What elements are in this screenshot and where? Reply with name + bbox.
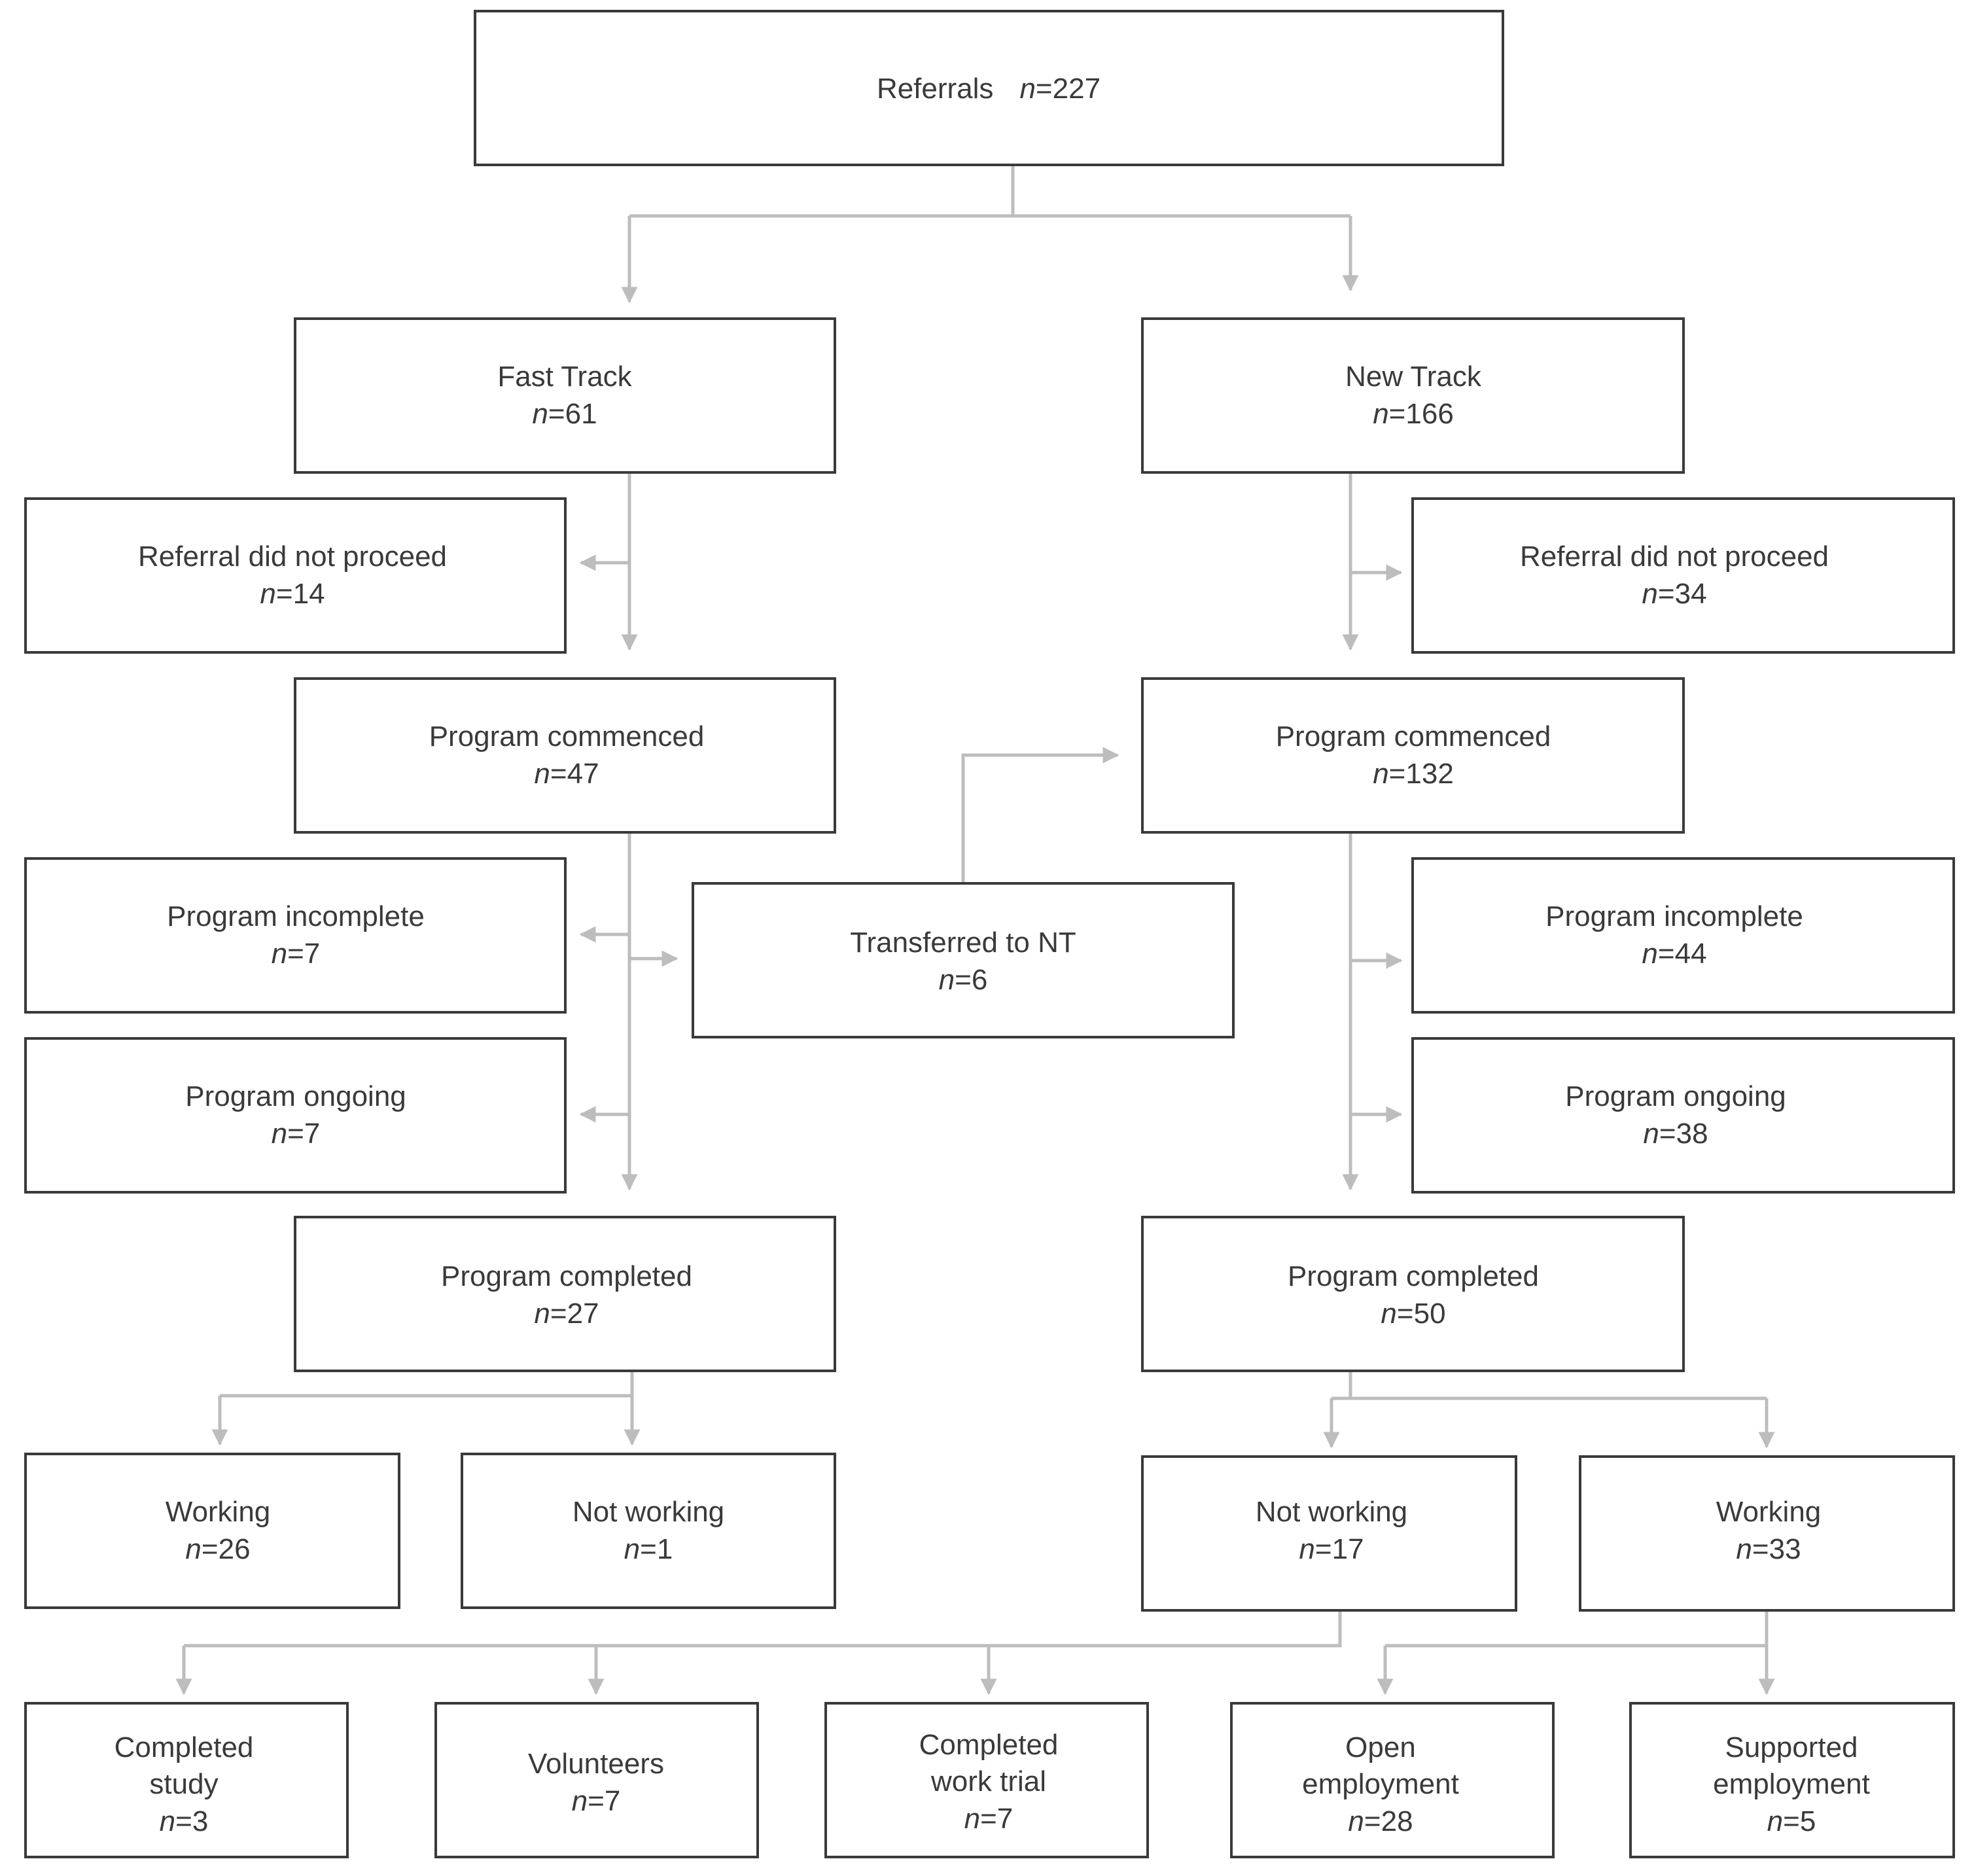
- node-volunteers: Volunteers n=7: [434, 1702, 759, 1858]
- node-nt-program-incomplete: Program incomplete n=44: [1411, 857, 1955, 1014]
- svg-text:n=33: n=33: [1736, 1533, 1801, 1565]
- svg-text:Open: Open: [1345, 1731, 1416, 1763]
- svg-text:Program ongoing: Program ongoing: [1565, 1080, 1786, 1112]
- node-completed-work-trial: Completed work trial n=7: [824, 1702, 1149, 1858]
- connector-working-split: [1385, 1611, 1769, 1648]
- node-open-employment: Open employment n=28: [1230, 1702, 1555, 1858]
- connector-referrals-split: [629, 164, 1350, 218]
- svg-text:New Track: New Track: [1345, 361, 1482, 393]
- svg-text:Program completed: Program completed: [441, 1260, 692, 1292]
- svg-text:Program commenced: Program commenced: [1276, 720, 1551, 752]
- svg-text:n=44: n=44: [1642, 938, 1706, 970]
- arrow-transfer-to-nt-commenced: [961, 747, 1119, 882]
- svg-text:Transferred to NT: Transferred to NT: [850, 927, 1076, 959]
- node-ft-working: Working n=26: [24, 1453, 400, 1609]
- svg-text:Program incomplete: Program incomplete: [167, 900, 425, 932]
- connectors: [175, 164, 1775, 1695]
- svg-text:Referral did not proceed: Referral did not proceed: [1520, 540, 1829, 573]
- svg-text:Program completed: Program completed: [1288, 1260, 1539, 1292]
- svg-text:Working: Working: [166, 1496, 271, 1528]
- svg-text:n=132: n=132: [1373, 758, 1454, 790]
- svg-text:Program commenced: Program commenced: [429, 720, 705, 752]
- node-ft-program-ongoing: Program ongoing n=7: [24, 1037, 567, 1194]
- connector-nt-completed-split: [1331, 1371, 1767, 1400]
- svg-text:n=5: n=5: [1767, 1805, 1816, 1837]
- svg-text:Program ongoing: Program ongoing: [185, 1080, 406, 1112]
- svg-text:n=3: n=3: [160, 1805, 209, 1837]
- svg-text:Completed: Completed: [115, 1731, 254, 1763]
- svg-text:n=14: n=14: [260, 578, 325, 610]
- svg-text:n=38: n=38: [1643, 1118, 1708, 1150]
- svg-text:n=34: n=34: [1642, 578, 1706, 610]
- svg-text:n=7: n=7: [964, 1803, 1013, 1835]
- svg-text:n=166: n=166: [1373, 398, 1454, 430]
- node-nt-referral-did-not-proceed: Referral did not proceed n=34: [1411, 497, 1955, 654]
- svg-text:Working: Working: [1716, 1496, 1822, 1528]
- node-fast-track: Fast Track n=61: [294, 317, 836, 474]
- svg-text:n=17: n=17: [1299, 1533, 1364, 1565]
- svg-text:employment: employment: [1713, 1768, 1870, 1800]
- svg-text:n=27: n=27: [534, 1298, 599, 1330]
- svg-text:study: study: [149, 1768, 218, 1800]
- node-nt-program-commenced: Program commenced n=132: [1141, 677, 1685, 834]
- node-ft-not-working: Not working n=1: [461, 1453, 836, 1609]
- svg-text:n=7: n=7: [272, 938, 321, 970]
- connector-ft-completed-split: [220, 1371, 634, 1398]
- svg-text:n=47: n=47: [534, 758, 599, 790]
- svg-text:n=1: n=1: [624, 1533, 673, 1565]
- svg-text:Not working: Not working: [573, 1496, 724, 1528]
- node-nt-not-working: Not working n=17: [1141, 1455, 1517, 1612]
- svg-text:Fast Track: Fast Track: [497, 361, 632, 393]
- svg-text:n=26: n=26: [185, 1533, 250, 1565]
- svg-text:Completed: Completed: [919, 1729, 1059, 1761]
- svg-text:Volunteers: Volunteers: [528, 1748, 664, 1780]
- node-nt-program-ongoing: Program ongoing n=38: [1411, 1037, 1955, 1194]
- node-ft-program-commenced: Program commenced n=47: [294, 677, 836, 834]
- svg-text:Not working: Not working: [1256, 1496, 1407, 1528]
- node-nt-working: Working n=33: [1579, 1455, 1955, 1612]
- svg-text:work trial: work trial: [930, 1765, 1046, 1797]
- node-ft-referral-did-not-proceed: Referral did not proceed n=14: [24, 497, 567, 654]
- svg-text:n=6: n=6: [939, 964, 988, 996]
- node-completed-study: Completed study n=3: [24, 1702, 349, 1858]
- node-supported-employment: Supported employment n=5: [1629, 1702, 1955, 1858]
- svg-text:Referral did not proceed: Referral did not proceed: [138, 540, 447, 573]
- node-ft-program-completed: Program completed n=27: [294, 1216, 836, 1372]
- connector-not-working-split: [184, 1611, 1342, 1648]
- svg-text:n=7: n=7: [572, 1785, 621, 1817]
- node-transferred-to-nt: Transferred to NT n=6: [692, 882, 1235, 1038]
- svg-text:employment: employment: [1302, 1768, 1459, 1800]
- node-nt-program-completed: Program completed n=50: [1141, 1216, 1685, 1372]
- node-new-track: New Track n=166: [1141, 317, 1685, 474]
- svg-text:n=61: n=61: [532, 398, 597, 430]
- svg-text:n=7: n=7: [272, 1118, 321, 1150]
- svg-text:n=50: n=50: [1381, 1298, 1445, 1330]
- node-ft-program-incomplete: Program incomplete n=7: [24, 857, 567, 1014]
- svg-text:Program incomplete: Program incomplete: [1545, 900, 1803, 932]
- svg-text:Supported: Supported: [1725, 1731, 1858, 1763]
- svg-text:n=28: n=28: [1348, 1805, 1413, 1837]
